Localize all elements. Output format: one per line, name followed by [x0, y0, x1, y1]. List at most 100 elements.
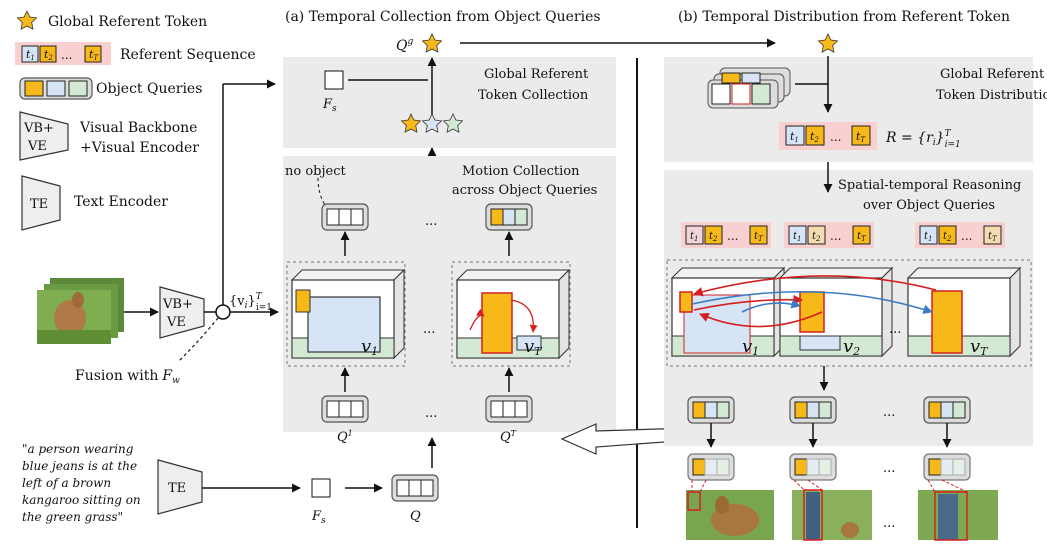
svg-text:t1: t1	[790, 130, 799, 144]
legend-vbve-label-2: +Visual Encoder	[80, 140, 199, 156]
svg-text:...: ...	[61, 48, 72, 62]
legend-object-queries-label: Object Queries	[96, 81, 202, 97]
frameT-cube	[456, 269, 570, 359]
fusion-node	[215, 304, 231, 320]
panel-b-dots-4: ...	[883, 516, 895, 531]
spatial-temporal-label-1: Spatial-temporal Reasoning	[838, 178, 1021, 193]
query-Q	[391, 474, 439, 502]
global-collection-label-1: Global Referent	[484, 67, 589, 82]
video-frames-image	[37, 278, 124, 344]
svg-text:t2: t2	[812, 231, 821, 243]
caption-line-4: kangaroo sitting on	[22, 493, 141, 507]
svg-text:t1: t1	[26, 48, 35, 62]
vbve-block-text-2: VE	[166, 315, 186, 330]
caption-line-1: "a person wearing	[22, 442, 134, 456]
stacked-object-queries-icon	[707, 67, 791, 109]
oq-b-frame2	[789, 396, 837, 424]
referent-sequence: ... t1 t2 tT	[779, 122, 877, 150]
global-distribution-label-2: Token Distribution	[936, 88, 1047, 103]
motion-collection-label-1: Motion Collection	[462, 164, 580, 179]
q-label: Q	[410, 509, 421, 524]
svg-text:t1: t1	[793, 231, 802, 243]
spatial-temporal-label-2: over Object Queries	[863, 198, 995, 213]
referent-seq-2: ... t1 t2 tT	[784, 222, 874, 248]
referent-seq-1: ... t1 t2 tT	[681, 222, 771, 248]
query-QT	[485, 395, 533, 423]
v1-label: v1	[361, 336, 378, 358]
vb-ve-block	[159, 286, 205, 339]
panel-a: (a) Temporal Collection from Object Quer…	[283, 9, 776, 526]
svg-text:t2: t2	[943, 231, 952, 243]
output-frame-1-image	[686, 490, 774, 540]
vT-b-label: vT	[970, 336, 989, 358]
frameT-cube-b	[907, 267, 1021, 357]
qg-label: Qg	[396, 37, 413, 54]
no-object-label: no object	[285, 164, 346, 179]
legend-global-token-label: Global Referent Token	[48, 14, 207, 30]
v1-b-label: v1	[742, 336, 759, 358]
q1-label: Q1	[337, 429, 353, 445]
svg-text:t2: t2	[810, 130, 819, 144]
fs-token	[324, 70, 344, 90]
panel-a-title: (a) Temporal Collection from Object Quer…	[285, 9, 601, 25]
legend-te-text: TE	[30, 197, 48, 212]
output-frame-2-image	[792, 489, 872, 541]
caption-line-3: left of a brown	[22, 476, 111, 490]
cubes-box	[666, 259, 1032, 367]
svg-text:...: ...	[830, 229, 841, 243]
output-frame-T-image	[918, 490, 998, 541]
panel-b-dots-3: ...	[883, 461, 895, 476]
object-queries-empty-frame1	[321, 203, 369, 231]
fs-label: Fs	[322, 97, 337, 114]
panel-b-title: (b) Temporal Distribution from Referent …	[678, 9, 1010, 25]
svg-text:t2: t2	[709, 231, 718, 243]
panel-a-dots-1: ...	[425, 214, 437, 229]
svg-text:tT: tT	[856, 130, 866, 144]
panel-a-dots-2: ...	[423, 322, 435, 337]
referent-token-star-icon	[818, 33, 838, 53]
query-Q1	[321, 395, 369, 423]
panel-b-dots-1: ...	[889, 322, 901, 337]
svg-text:...: ...	[961, 229, 972, 243]
legend-referent-sequence-label: Referent Sequence	[120, 47, 256, 63]
svg-text:tT: tT	[754, 231, 764, 243]
legend-te-label: Text Encoder	[74, 194, 168, 210]
caption-line-5: the green grass"	[22, 510, 123, 524]
svg-text:tT: tT	[89, 48, 99, 62]
legend-vbve-text-2: VE	[27, 139, 47, 154]
svg-text:t2: t2	[44, 48, 53, 62]
svg-text:...: ...	[727, 229, 738, 243]
svg-text:t1: t1	[690, 231, 699, 243]
global-token-star-icon	[422, 33, 442, 53]
fs-bottom-label: Fs	[311, 509, 326, 526]
legend-vbve-text-1: VB+	[23, 121, 54, 136]
collected-star-blue-icon	[421, 113, 443, 133]
oq-b-out-frame2	[789, 453, 837, 481]
te-icon	[21, 175, 61, 231]
panel-a-dots-3: ...	[425, 406, 437, 421]
vb-ve-icon	[19, 111, 69, 161]
oq-b-frame1	[687, 396, 735, 424]
frameT-cube-box	[451, 261, 571, 367]
motion-collection-label-2: across Object Queries	[452, 183, 597, 198]
vT-label: vT	[524, 336, 543, 358]
panel-b: (b) Temporal Distribution from Referent …	[664, 9, 1047, 541]
oq-b-out-frame1	[687, 453, 735, 481]
svg-text:t1: t1	[924, 231, 933, 243]
collected-star-green-icon	[442, 113, 464, 133]
te-block	[157, 459, 203, 515]
legend: Global Referent Token ... t1 t2 tT Refer…	[15, 10, 256, 231]
svg-text:...: ...	[830, 130, 841, 144]
caption-line-2: blue jeans is at the	[22, 459, 137, 473]
qT-label: QT	[500, 429, 517, 445]
global-collection-label-2: Token Collection	[478, 88, 589, 103]
fs-token-bottom	[311, 478, 331, 498]
object-queries-icon	[19, 77, 93, 100]
oq-b-out-frameT	[923, 453, 971, 481]
v2-b-label: v2	[843, 336, 860, 358]
